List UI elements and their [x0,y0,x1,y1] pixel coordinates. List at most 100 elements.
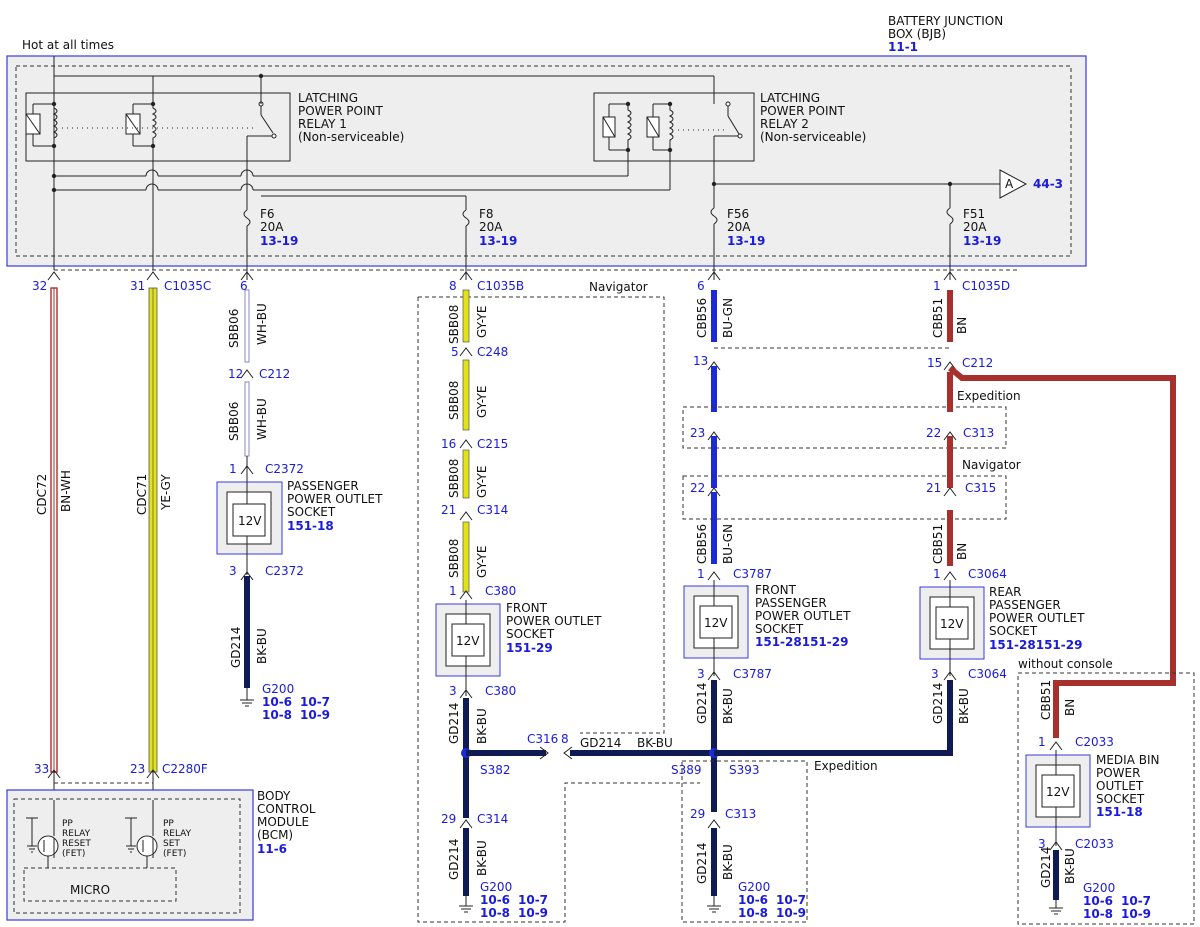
front-socket-l1: FRONT [506,601,548,615]
bcm-ref[interactable]: 11-6 [257,842,287,856]
rear-passenger-socket-ref[interactable]: 151-28151-29 [989,638,1082,652]
pin-3-c2372: 3 [229,564,237,578]
connector-c1035d: C1035D [962,279,1010,293]
ground-ref-a3[interactable]: 10-8 [262,708,292,722]
pin-6: 6 [240,279,248,293]
connector-c314-a: C314 [477,503,508,517]
pin-1-c3064: 1 [933,567,941,581]
front-passenger-socket-l4: SOCKET [755,622,804,636]
wire-gyye-label-b: GY-YE [475,386,489,418]
front-passenger-socket-l1: FRONT [755,583,797,597]
ground-ref-a1[interactable]: 10-6 [262,695,292,709]
wire-bn-label-b: BN [955,543,969,560]
wire-sbb08-label-c: SBB08 [447,459,461,498]
wire-gd214-label-b: GD214 [447,703,461,744]
fuse-f51-name: F51 [963,207,985,221]
wire-bkbu-label-a: BK-BU [255,628,269,664]
offpage-connector-a[interactable]: A 44-3 [999,169,1063,199]
connector-c248: C248 [477,345,508,359]
wire-gd214-label-c: GD214 [580,736,621,750]
wire-bkbu-label-h: BK-BU [1063,848,1077,884]
bcm-set-line1: PP [163,819,174,829]
ground-ref-b4[interactable]: 10-9 [518,906,548,920]
ground-ref-b2[interactable]: 10-7 [518,893,548,907]
passenger-power-outlet-socket: 12V PASSENGER POWER OUTLET SOCKET 151-18 [216,479,383,575]
ground-ref-b1[interactable]: 10-6 [480,893,510,907]
wire-gd214-label-a: GD214 [229,627,243,668]
pin-6-c1035b: 6 [697,279,705,293]
ground-ref-a4[interactable]: 10-9 [300,708,330,722]
pin-3-c2033: 3 [1038,837,1046,851]
expedition-ground-bus: Expedition [714,750,953,773]
connector-c380-a: C380 [485,584,516,598]
fuse-f51: F51 20A 13-19 [946,205,1001,280]
ground-ref-d3[interactable]: 10-8 [1083,907,1113,921]
ground-ref-a2[interactable]: 10-7 [300,695,330,709]
wire-cdc71: 31 C1035C 23 C2280F CDC71 YE-GY [130,271,211,800]
ground-ref-c3[interactable]: 10-8 [738,906,768,920]
passenger-socket-ref[interactable]: 151-18 [287,519,334,533]
offpage-ref[interactable]: 44-3 [1033,177,1063,191]
front-passenger-socket-l2: PASSENGER [755,596,827,610]
ground-g200-d: G200 [1083,881,1115,895]
wire-bkbu-label-g: BK-BU [957,688,971,724]
fuse-f6: F6 20A 13-19 [243,205,298,280]
media-bin-socket-ref[interactable]: 151-18 [1096,805,1143,819]
pin-1-c380: 1 [449,584,457,598]
fuse-f56-ref[interactable]: 13-19 [727,234,765,248]
bcm-micro-label: MICRO [70,883,110,897]
ground-ref-c2[interactable]: 10-7 [776,893,806,907]
pin-8-c316: 8 [561,732,569,746]
wire-bkbu-label-c: BK-BU [637,736,673,750]
front-socket-ref[interactable]: 151-29 [506,641,553,655]
circuit-cbb51: 1 C1035D 15 CBB51 BN Expedition 22 Navig… [926,271,1176,738]
connector-c313-a: C313 [963,426,994,440]
wire-gd214-label-e: GD214 [695,683,709,724]
wire-cdc72: 32 33 CDC72 BN-WH [32,271,73,800]
connector-c3064-b: C3064 [968,667,1007,681]
wire-gyye-label-d: GY-YE [475,546,489,578]
without-console-label: without console [1018,657,1113,671]
connector-c2372-a: C2372 [265,462,304,476]
wire-bkbu-label-e: BK-BU [721,688,735,724]
fuse-f56-rating: 20A [727,220,751,234]
bjb-ref[interactable]: 11-1 [888,40,918,54]
bcm-label-line4: (BCM) [257,828,293,842]
wire-bugn-label-a: BU-GN [721,298,735,338]
pin-3-c380: 3 [449,684,457,698]
ground-g200-c: G200 [738,880,770,894]
bcm-set-line3: SET [163,839,180,849]
pin-8: 8 [449,279,457,293]
wire-cdc72-label: CDC72 [35,474,49,515]
connector-c2372-b: C2372 [265,564,304,578]
pin-21-c314: 21 [441,503,456,517]
fuse-f6-ref[interactable]: 13-19 [260,234,298,248]
fuse-f8-rating: 20A [479,220,503,234]
front-passenger-socket-ref[interactable]: 151-28151-29 [755,635,848,649]
fuse-f51-rating: 20A [963,220,987,234]
pin-1-c1035d: 1 [933,279,941,293]
connector-c316: C316 [527,732,558,746]
pin-13: 13 [693,354,708,368]
fuse-f8: F8 20A 13-19 [261,195,517,280]
ground-ref-d1[interactable]: 10-6 [1083,894,1113,908]
fuse-f6-name: F6 [260,207,275,221]
ground-ref-d4[interactable]: 10-9 [1121,907,1151,921]
pin-21-c315: 21 [926,481,941,495]
connector-c380-b: C380 [485,684,516,698]
pin-33: 33 [34,762,49,776]
fuse-f8-ref[interactable]: 13-19 [479,234,517,248]
fuse-f8-name: F8 [479,207,494,221]
fuse-f51-ref[interactable]: 13-19 [963,234,1001,248]
relay2-label-line4: (Non-serviceable) [760,130,866,144]
ground-ref-c1[interactable]: 10-6 [738,893,768,907]
ground-ref-c4[interactable]: 10-9 [776,906,806,920]
connector-c3787-b: C3787 [733,667,772,681]
fuse-f56: F56 20A 13-19 [710,207,765,280]
front-power-outlet-socket: 12V FRONT POWER OUTLET SOCKET 151-29 [435,600,602,696]
media-bin-socket-l3: OUTLET [1096,779,1144,793]
ground-ref-b3[interactable]: 10-8 [480,906,510,920]
wire-gd214-label-h: GD214 [1039,847,1053,888]
ground-ref-d2[interactable]: 10-7 [1121,894,1151,908]
body-control-module: MICRO PP RELAY RESET (FET) PP RELAY SET … [6,789,316,921]
